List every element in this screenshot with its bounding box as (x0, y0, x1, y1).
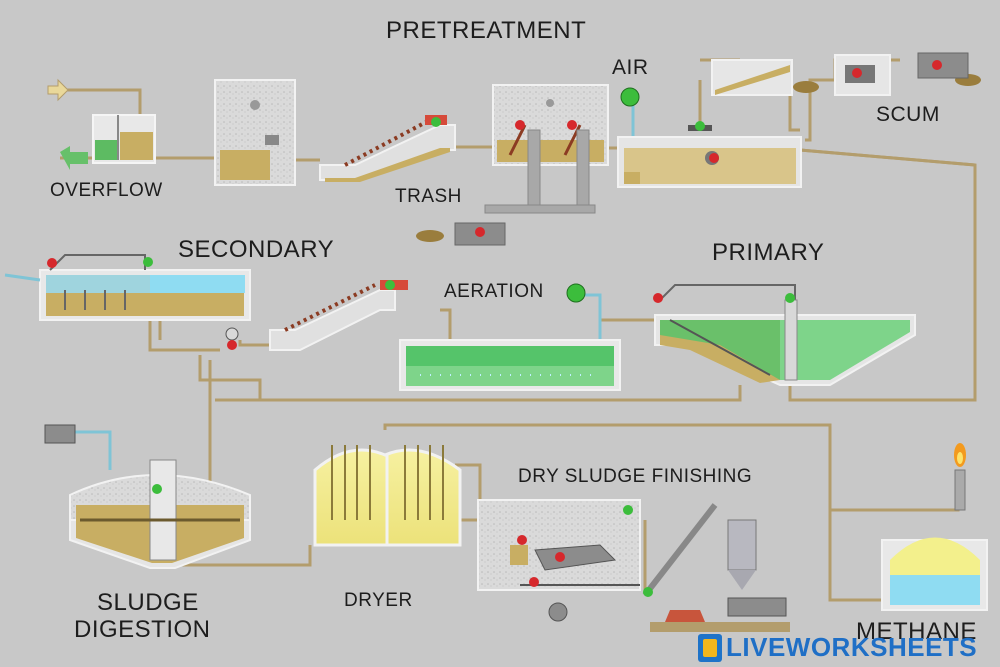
sludge-dryer (313, 445, 462, 547)
return-conveyor (225, 280, 408, 351)
trash-hauler (416, 222, 506, 246)
label-scum: SCUM (876, 103, 940, 126)
label-sludge: SLUDGE (97, 589, 199, 616)
liveworksheets-logo-icon (698, 633, 722, 662)
grit-chamber (214, 79, 296, 186)
label-primary: PRIMARY (712, 239, 825, 266)
label-methane: METHANE (856, 618, 977, 645)
valves (47, 60, 942, 597)
watermark-text: LIVEWORKSHEETS (726, 632, 978, 662)
aeration-basin (399, 339, 621, 391)
label-pretreatment: PRETREATMENT (386, 17, 587, 44)
sludge-digester (44, 424, 251, 569)
methane-storage (881, 443, 988, 611)
label-secondary: SECONDARY (178, 236, 335, 263)
secondary-clarifier (4, 254, 251, 321)
grit-classifier (711, 52, 981, 96)
label-dry-sludge-finishing: DRY SLUDGE FINISHING (518, 466, 753, 487)
label-aeration: AERATION (444, 281, 544, 302)
overflow-structure (47, 78, 156, 170)
liveworksheets-watermark: LIVEWORKSHEETS (698, 632, 977, 663)
dry-sludge-finishing (477, 499, 790, 632)
label-overflow: OVERFLOW (50, 180, 163, 201)
label-air: AIR (612, 56, 649, 79)
primary-clarifier (654, 284, 916, 386)
label-dryer: DRYER (344, 590, 413, 611)
label-trash: TRASH (395, 186, 462, 207)
screen-building (484, 84, 609, 214)
label-digestion: DIGESTION (74, 616, 211, 643)
